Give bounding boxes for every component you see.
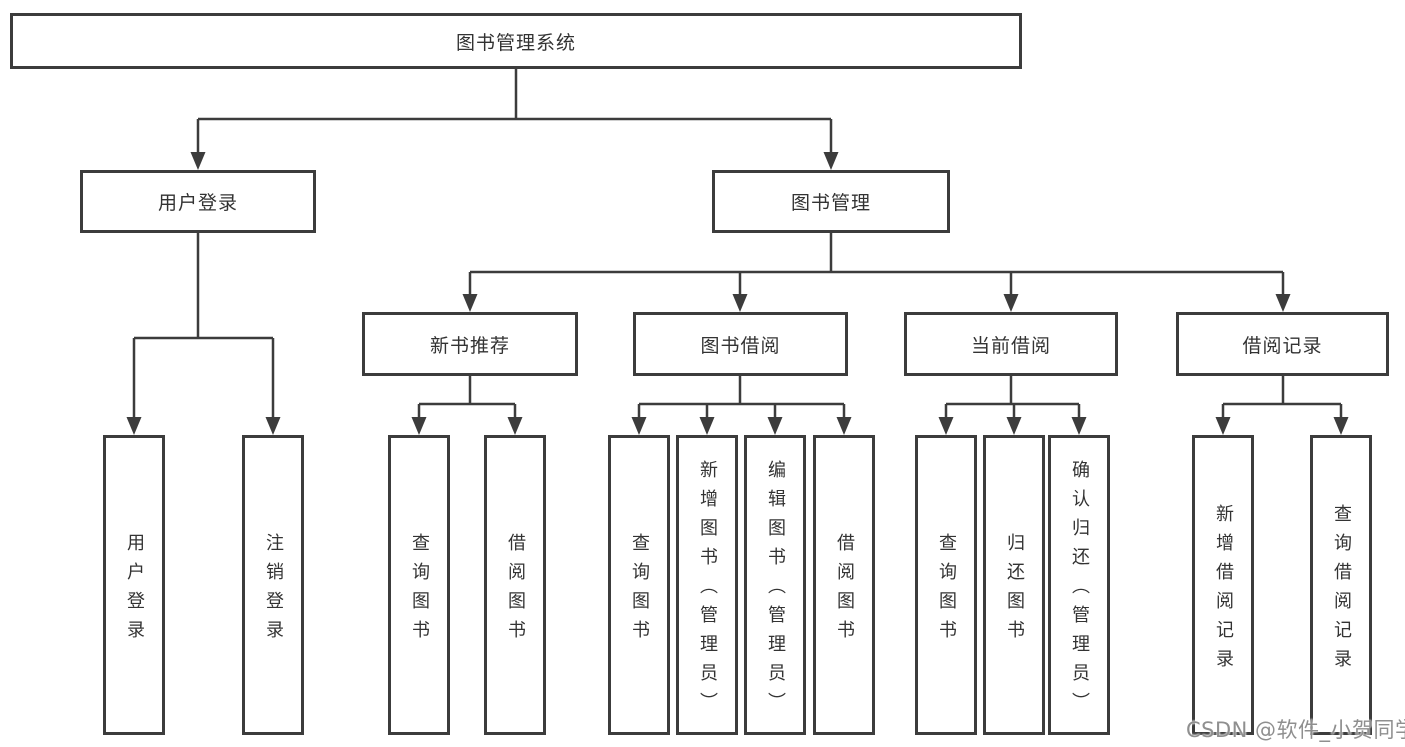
node-label: 借阅图书 (505, 532, 526, 649)
arrowhead (836, 417, 852, 435)
arrowhead (1003, 294, 1019, 312)
node-label: 查询借阅记录 (1331, 503, 1352, 678)
leaf-borrow-books: 借阅图书 (813, 435, 875, 735)
connector-user-login-split (132, 233, 275, 419)
arrowhead (1275, 294, 1291, 312)
node-label: 确认归还（管理员） (1069, 460, 1090, 721)
node-label: 注销登录 (263, 532, 284, 649)
node-label: 当前借阅 (970, 334, 1051, 357)
node-label: 新增借阅记录 (1213, 503, 1234, 678)
node-label: 查询图书 (409, 532, 430, 649)
node-root-system: 图书管理系统 (10, 13, 1022, 69)
node-label: 用户登录 (157, 192, 238, 214)
node-user-login: 用户登录 (80, 170, 316, 233)
node-label: 借阅记录 (1242, 334, 1323, 357)
connector-book-mgmt-split (468, 233, 1285, 297)
arrowhead (265, 417, 281, 435)
arrowhead (732, 294, 748, 312)
connector-path-group (132, 68, 1343, 419)
connector-root-split (196, 68, 833, 154)
node-label: 图书管理系统 (455, 31, 576, 54)
node-label: 新书推荐 (429, 334, 510, 357)
leaf-edit-book-admin: 编辑图书（管理员） (744, 435, 806, 735)
arrowhead (507, 417, 523, 435)
arrowhead (126, 417, 142, 435)
arrowhead (411, 417, 427, 435)
leaf-add-book-admin: 新增图书（管理员） (676, 435, 738, 735)
node-label: 借阅图书 (834, 532, 855, 649)
watermark-text: CSDN @软件_小贺同学 (1186, 718, 1405, 742)
leaf-logout: 注销登录 (242, 435, 304, 735)
leaf-confirm-return-admin: 确认归还（管理员） (1048, 435, 1110, 735)
arrowhead (767, 417, 783, 435)
leaf-query-books-current: 查询图书 (915, 435, 977, 735)
arrowhead (823, 152, 839, 170)
node-book-management: 图书管理 (712, 170, 950, 233)
node-book-borrow: 图书借阅 (633, 312, 848, 376)
arrowhead (1333, 417, 1349, 435)
leaf-return-books: 归还图书 (983, 435, 1045, 735)
connector-new-book-split (417, 376, 517, 419)
arrowhead (699, 417, 715, 435)
arrowhead (1215, 417, 1231, 435)
connector-book-borrow-split (637, 376, 846, 419)
node-current-borrow: 当前借阅 (904, 312, 1118, 376)
node-label: 图书管理 (790, 192, 871, 214)
node-label: 用户登录 (124, 532, 145, 649)
node-borrow-records: 借阅记录 (1176, 312, 1389, 376)
arrowhead (462, 294, 478, 312)
connector-current-borrow-split (944, 376, 1081, 419)
node-label: 归还图书 (1004, 532, 1025, 649)
connector-borrow-records-split (1221, 376, 1343, 419)
node-label: 查询图书 (629, 532, 650, 649)
node-new-book-recommend: 新书推荐 (362, 312, 578, 376)
arrowhead (1006, 417, 1022, 435)
arrowhead (938, 417, 954, 435)
leaf-query-borrow-record: 查询借阅记录 (1310, 435, 1372, 735)
leaf-query-books-recommend: 查询图书 (388, 435, 450, 735)
leaf-borrow-books-recommend: 借阅图书 (484, 435, 546, 735)
arrowheads-group (126, 152, 1349, 435)
node-label: 新增图书（管理员） (697, 460, 718, 721)
leaf-add-borrow-record: 新增借阅记录 (1192, 435, 1254, 735)
node-label: 编辑图书（管理员） (765, 460, 786, 721)
arrowhead (631, 417, 647, 435)
node-label: 查询图书 (936, 532, 957, 649)
leaf-query-books-borrow: 查询图书 (608, 435, 670, 735)
node-label: 图书借阅 (700, 334, 781, 357)
arrowhead (1071, 417, 1087, 435)
arrowhead (190, 152, 206, 170)
leaf-user-login: 用户登录 (103, 435, 165, 735)
